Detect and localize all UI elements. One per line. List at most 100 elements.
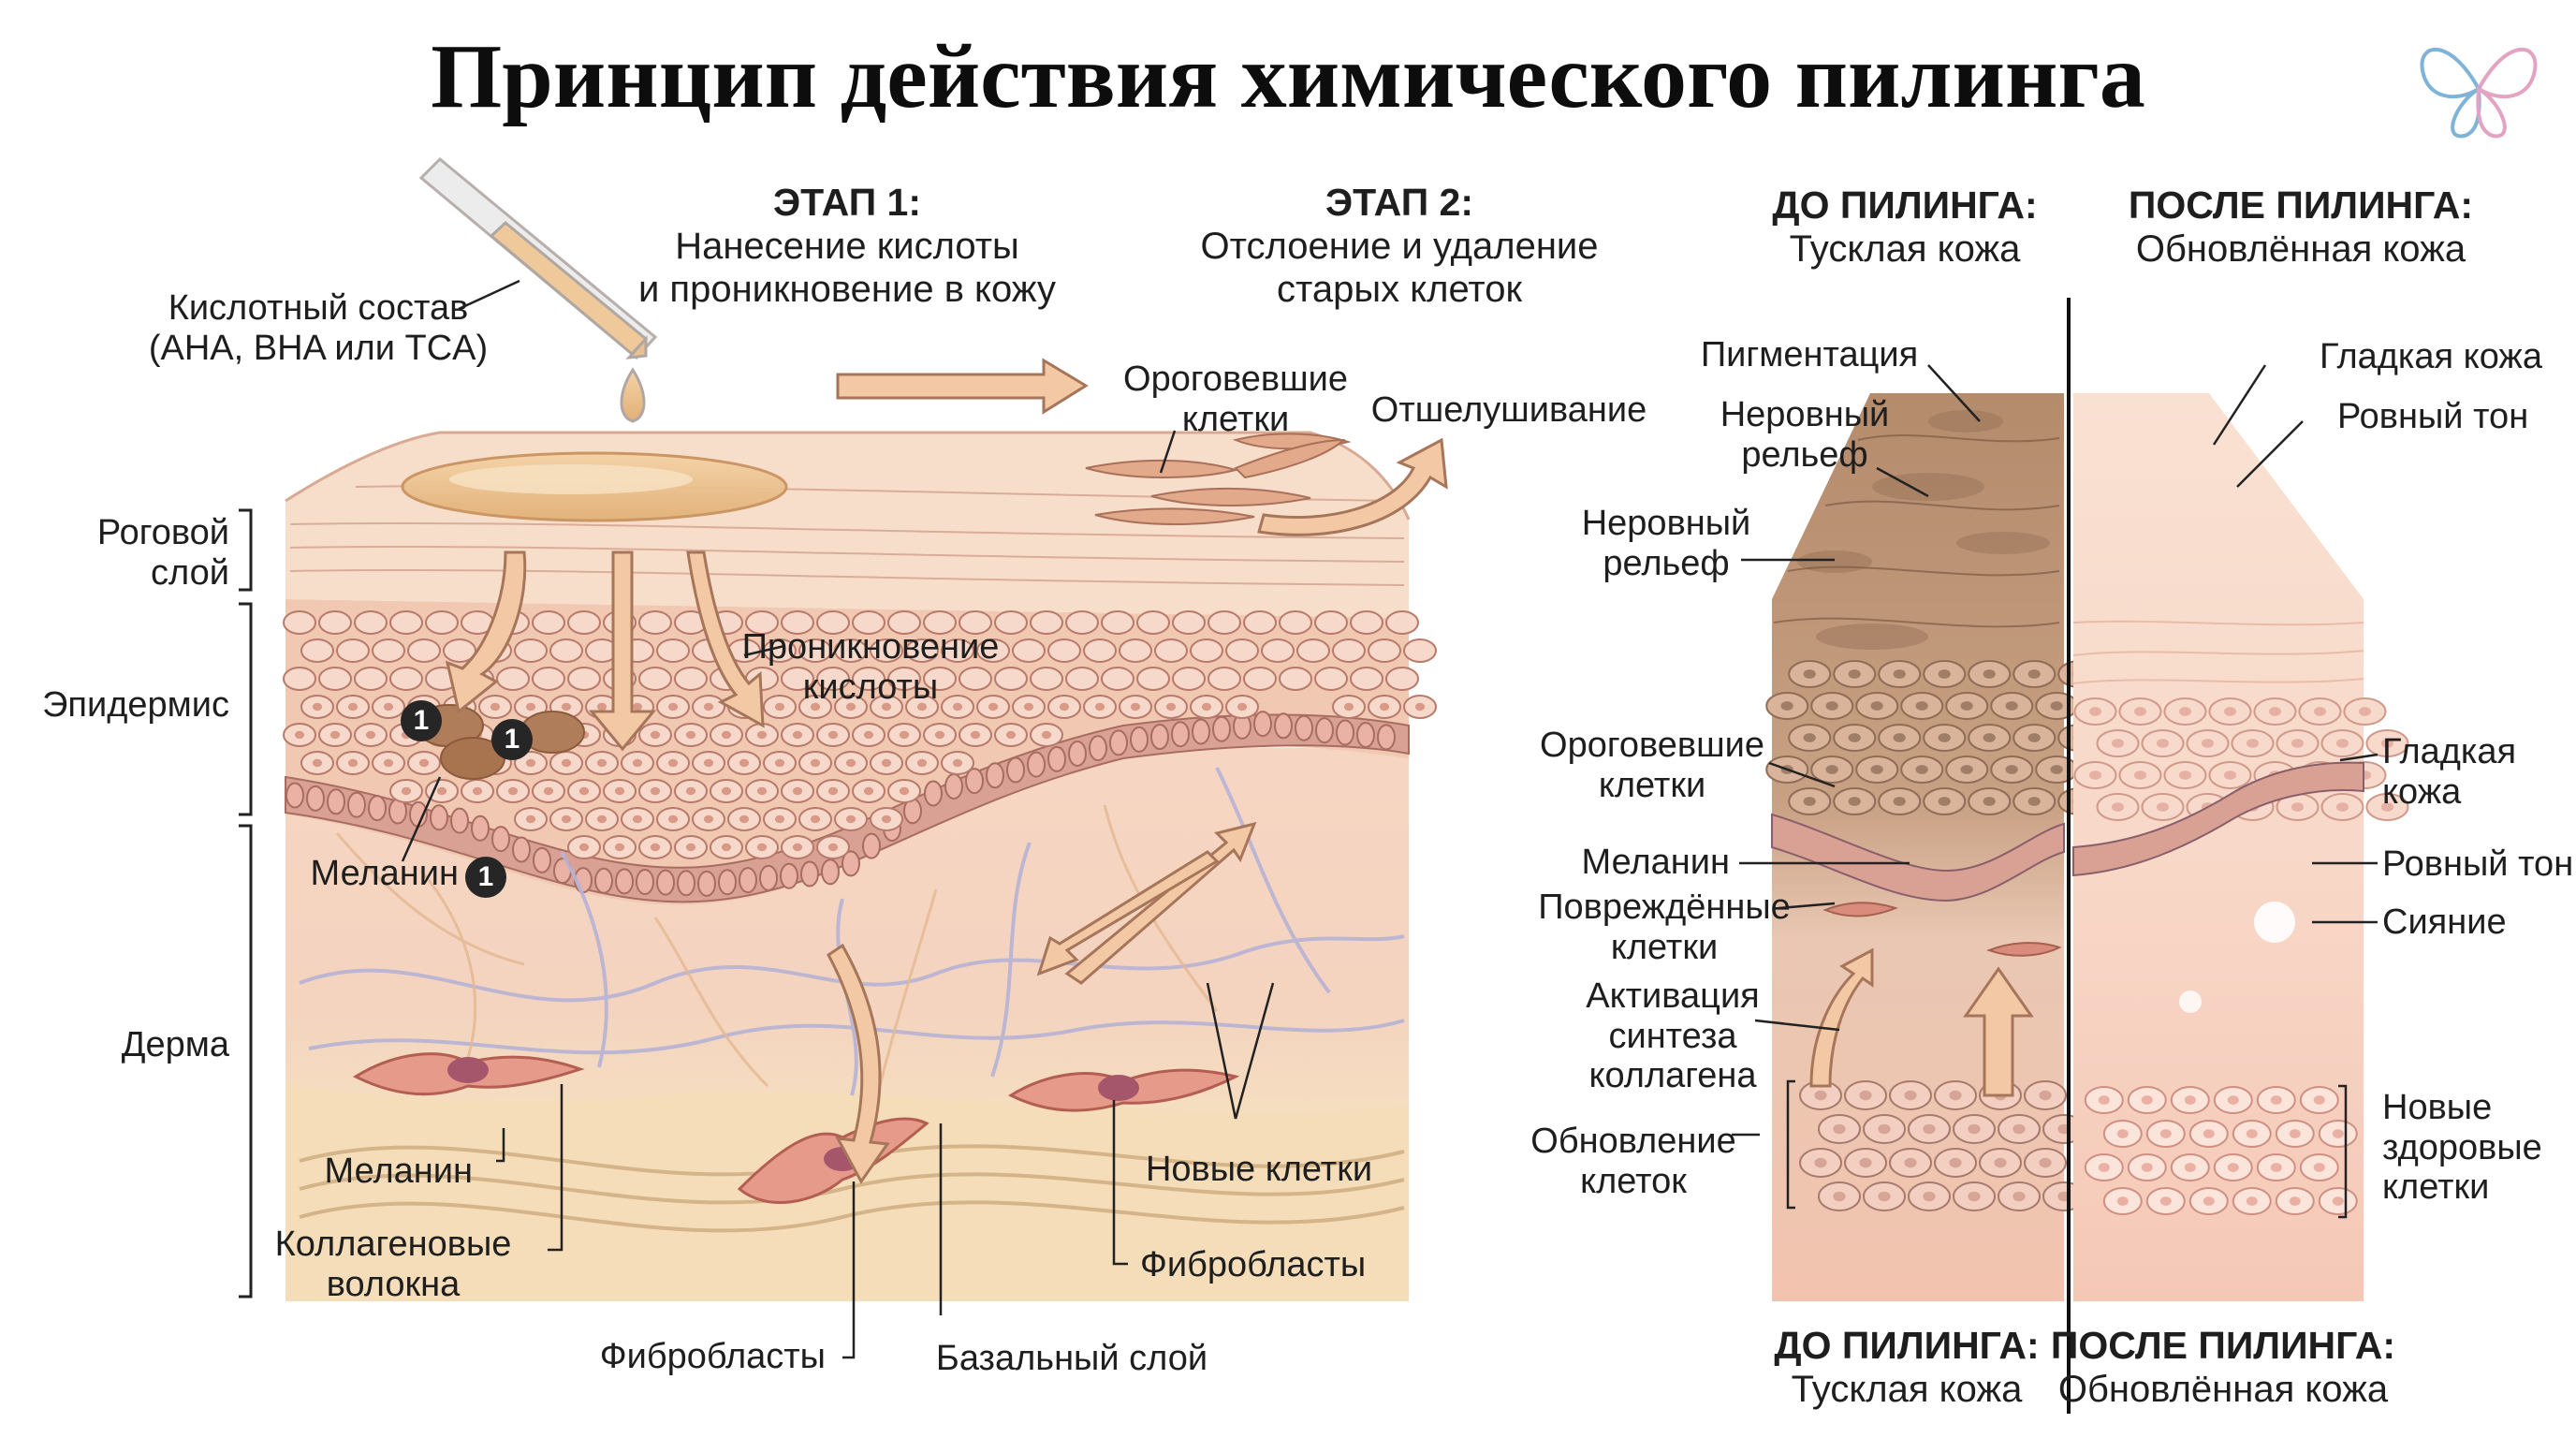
skin-cell [1154, 638, 1188, 663]
skin-cell [638, 610, 672, 635]
label-melanin-badge: Меланин [310, 854, 459, 893]
cell-nucleus [436, 786, 447, 796]
cell-nucleus [1130, 702, 1141, 712]
label-acid-line2: (AHA, BHA или TCA) [148, 328, 489, 368]
cell-nucleus [401, 786, 412, 796]
badge-1b: 1 [491, 719, 533, 760]
cell-nucleus [916, 758, 928, 768]
cell-nucleus [2133, 770, 2147, 780]
label-basal-layer: Базальный слой [935, 1339, 1208, 1378]
label-fibroblasts-right: Фибробласты [1140, 1245, 1367, 1284]
skin-cell [1208, 667, 1241, 691]
label-even-tone-top: Ровный тон [2337, 397, 2529, 436]
skin-cell [283, 667, 316, 691]
label-keratinized-cells: Ороговевшие клетки [1123, 360, 1348, 439]
cell-nucleus [1825, 765, 1838, 774]
skin-cell [389, 667, 423, 691]
cell-nucleus [1814, 1090, 1827, 1101]
before-top-heading: ДО ПИЛИНГА: [1772, 183, 2038, 227]
cell-nucleus [472, 786, 483, 796]
cell-nucleus [525, 758, 536, 768]
cell-nucleus [2012, 1191, 2026, 1202]
cell-nucleus [2270, 1163, 2282, 1172]
label-even-tone: Ровный тон [2382, 844, 2574, 884]
cell-nucleus [614, 843, 625, 852]
skin-cell [1027, 751, 1046, 778]
cell-nucleus [561, 758, 572, 768]
cell-nucleus [1414, 702, 1426, 712]
label-acid-composition: Кислотный состав (AHA, BHA или TCA) [149, 288, 488, 368]
skin-cell [285, 782, 304, 809]
skin-cell [1101, 610, 1134, 635]
skin-cell [1065, 610, 1099, 635]
cell-nucleus [1893, 669, 1906, 679]
label-collagen-line1: Коллагеновые [274, 1225, 512, 1264]
cell-nucleus [2270, 1095, 2282, 1105]
skin-cell [389, 610, 423, 635]
cell-nucleus [1165, 702, 1177, 712]
cell-nucleus [2039, 1090, 2052, 1101]
cell-nucleus [2141, 1095, 2153, 1105]
stage-arrow [836, 358, 1089, 415]
skin-cell [1315, 717, 1334, 744]
cell-nucleus [792, 730, 803, 740]
skin-cell [496, 667, 530, 691]
cell-nucleus [810, 702, 821, 712]
cell-nucleus [1960, 701, 1973, 711]
label-activation-line2: синтеза [1608, 1016, 1737, 1056]
cell-nucleus [1814, 1157, 1827, 1168]
label-collagen-line2: волокна [326, 1264, 461, 1304]
cell-nucleus [792, 786, 803, 796]
cell-nucleus [721, 786, 732, 796]
cell-nucleus [2050, 765, 2063, 774]
skin-cell [1030, 610, 1063, 635]
skin-cell [615, 868, 634, 895]
cell-nucleus [383, 702, 394, 712]
skin-cell [852, 667, 886, 691]
cell-nucleus [2184, 1163, 2196, 1172]
skin-cell [1047, 638, 1081, 663]
skin-cell [283, 610, 316, 635]
cell-nucleus [1983, 669, 1996, 679]
label-dermis: Дерма [121, 1025, 229, 1064]
skin-cell [372, 638, 405, 663]
skin-cell [1192, 718, 1210, 745]
cell-nucleus [899, 730, 910, 740]
cell-nucleus [774, 814, 785, 824]
cell-nucleus [596, 814, 607, 824]
cell-nucleus [2027, 733, 2041, 742]
cell-nucleus [703, 814, 714, 824]
cell-nucleus [1005, 730, 1017, 740]
skin-cell [532, 667, 565, 691]
cell-nucleus [1859, 1157, 1872, 1168]
cell-nucleus [2178, 707, 2192, 716]
skin-cell [1336, 719, 1354, 746]
cell-nucleus [2227, 1095, 2239, 1105]
skin-cell [549, 638, 583, 663]
skin-cell [1089, 735, 1107, 762]
cell-nucleus [2313, 1095, 2325, 1105]
cell-nucleus [988, 702, 999, 712]
cell-nucleus [1994, 1157, 2007, 1168]
skin-cell [1225, 638, 1259, 663]
skin-cell [1274, 712, 1293, 740]
skin-cell [800, 860, 819, 888]
cell-nucleus [1803, 797, 1816, 806]
after-top-header: ПОСЛЕ ПИЛИНГА: Обновлённая кожа [2129, 183, 2473, 271]
cell-nucleus [952, 758, 963, 768]
skin-cell [1012, 638, 1046, 663]
skin-cell [1243, 667, 1277, 691]
label-new-line3: клетки [2382, 1167, 2490, 1208]
skin-cell [718, 869, 737, 896]
label-fibroblasts-bottom: Фибробласты [599, 1337, 826, 1376]
skin-cell [1101, 667, 1134, 691]
label-epidermis: Эпидермис [42, 685, 229, 725]
cell-nucleus [1825, 701, 1838, 711]
cell-nucleus [1041, 730, 1052, 740]
cell-nucleus [685, 843, 696, 852]
stage2-line2: старых клеток [1276, 269, 1523, 311]
label-smooth-line2: кожа [2382, 771, 2462, 812]
cell-nucleus [2111, 802, 2125, 812]
cell-nucleus [1343, 702, 1354, 712]
after-bottom-header: ПОСЛЕ ПИЛИНГА: Обновлённая кожа [2051, 1324, 2395, 1411]
